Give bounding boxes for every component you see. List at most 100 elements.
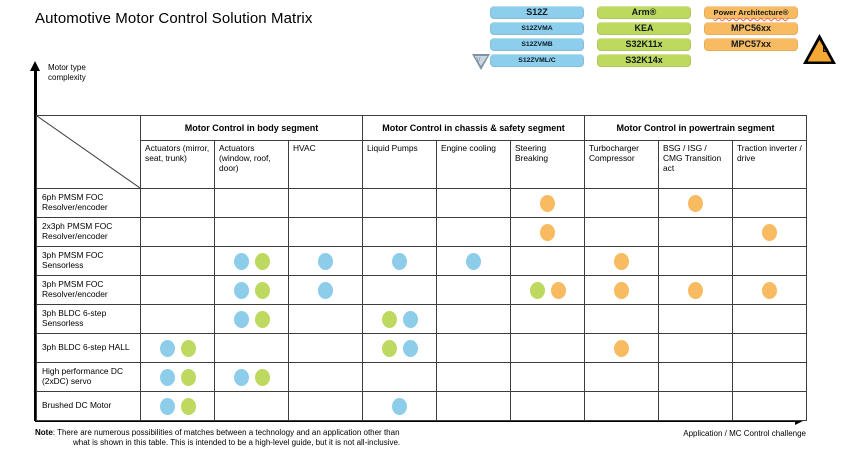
matrix-cell <box>437 392 511 421</box>
column-header: HVAC <box>289 141 363 189</box>
matrix-cell <box>437 305 511 334</box>
dot-shape <box>466 252 481 270</box>
dot-shape <box>254 310 270 328</box>
dot-shape <box>688 194 703 212</box>
row-label: High performance DC (2xDC) servo <box>37 363 141 392</box>
dot-shape <box>318 252 333 270</box>
column-header: BSG / ISG / CMG Transition act <box>659 141 733 189</box>
matrix-cell <box>659 334 733 363</box>
dot-blue <box>159 368 175 386</box>
dot-blue <box>392 252 407 270</box>
dot-shape <box>233 281 249 299</box>
matrix-cell <box>659 247 733 276</box>
column-header: Liquid Pumps <box>363 141 437 189</box>
segment-header: Motor Control in body segment <box>141 116 363 141</box>
matrix-cell <box>141 218 215 247</box>
matrix-cell <box>659 218 733 247</box>
matrix-cell <box>141 247 215 276</box>
matrix-cell <box>733 189 807 218</box>
dot-green <box>381 310 397 328</box>
matrix-cell <box>511 392 585 421</box>
matrix-cell <box>733 334 807 363</box>
dot-green: B <box>529 281 545 299</box>
dot-orange <box>762 281 777 299</box>
matrix-cell <box>585 392 659 421</box>
note: Note: There are numerous possibilities o… <box>35 428 400 448</box>
legend-chip: MPC56xx <box>704 22 798 35</box>
legend-chip: S32K14x <box>597 54 691 67</box>
matrix-cell <box>215 218 289 247</box>
dot-shape <box>254 252 270 270</box>
matrix-cell <box>585 305 659 334</box>
dot-blue <box>159 397 175 415</box>
legend-chip: Power Architecture® <box>704 6 798 19</box>
dot-blue <box>233 368 249 386</box>
matrix-cell <box>289 305 363 334</box>
dot-orange <box>540 194 555 212</box>
dot-orange <box>614 281 629 299</box>
y-axis-arrow-icon <box>30 61 40 71</box>
dot-shape <box>254 368 270 386</box>
matrix-cell <box>363 334 437 363</box>
dot-green <box>180 339 196 357</box>
dot-shape <box>159 339 175 357</box>
dot-shape <box>402 310 418 328</box>
dot-shape <box>529 281 545 299</box>
dot-green <box>254 252 270 270</box>
matrix-cell <box>511 247 585 276</box>
note-line1: Note: There are numerous possibilities o… <box>35 428 400 437</box>
dot-blue <box>402 310 418 328</box>
matrix-cell <box>437 363 511 392</box>
row-label: 3ph PMSM FOC Resolver/encoder <box>37 276 141 305</box>
legend-chip: MPC57xx <box>704 38 798 51</box>
dot-shape <box>180 368 196 386</box>
column-header: Steering Breaking <box>511 141 585 189</box>
matrix-cell <box>733 218 807 247</box>
column-header: Engine cooling <box>437 141 511 189</box>
matrix-cell <box>289 189 363 218</box>
matrix-cell <box>215 363 289 392</box>
matrix-cell <box>437 276 511 305</box>
column-header: Traction inverter / drive <box>733 141 807 189</box>
matrix-cell <box>659 392 733 421</box>
y-axis-label: Motor type complexity <box>48 63 86 83</box>
column-header: Actuators (mirror, seat, trunk) <box>141 141 215 189</box>
row-label: 3ph BLDC 6-step Sensorless <box>37 305 141 334</box>
dot-shape <box>550 281 566 299</box>
column-header: Turbocharger Compressor <box>585 141 659 189</box>
dot-orange <box>540 223 555 241</box>
dot-blue <box>233 281 249 299</box>
matrix-cell <box>733 247 807 276</box>
matrix-cell <box>659 305 733 334</box>
matrix-cell <box>511 334 585 363</box>
x-axis-label: Application / MC Control challenge <box>683 429 806 438</box>
matrix-cell <box>289 392 363 421</box>
legend-chip: S12ZVML/C <box>490 54 584 67</box>
dot-shape <box>381 310 397 328</box>
dot-orange <box>688 194 703 212</box>
dot-shape <box>180 339 196 357</box>
row-label: 2x3ph PMSM FOC Resolver/encoder <box>37 218 141 247</box>
dot-green <box>381 339 397 357</box>
dot-shape <box>614 281 629 299</box>
row-label: Brushed DC Motor <box>37 392 141 421</box>
matrix-cell <box>585 363 659 392</box>
dot-shape <box>159 397 175 415</box>
dot-orange <box>688 281 703 299</box>
dot-blue <box>402 339 418 357</box>
matrix-cell <box>363 276 437 305</box>
matrix-cell <box>363 189 437 218</box>
matrix-cell <box>585 334 659 363</box>
matrix-cell <box>659 363 733 392</box>
matrix-cell <box>733 363 807 392</box>
matrix-cell <box>141 305 215 334</box>
matrix-cell <box>289 218 363 247</box>
dot-orange <box>614 339 629 357</box>
dot-blue <box>318 252 333 270</box>
row-label: 3ph PMSM FOC Sensorless <box>37 247 141 276</box>
matrix-cell <box>659 189 733 218</box>
